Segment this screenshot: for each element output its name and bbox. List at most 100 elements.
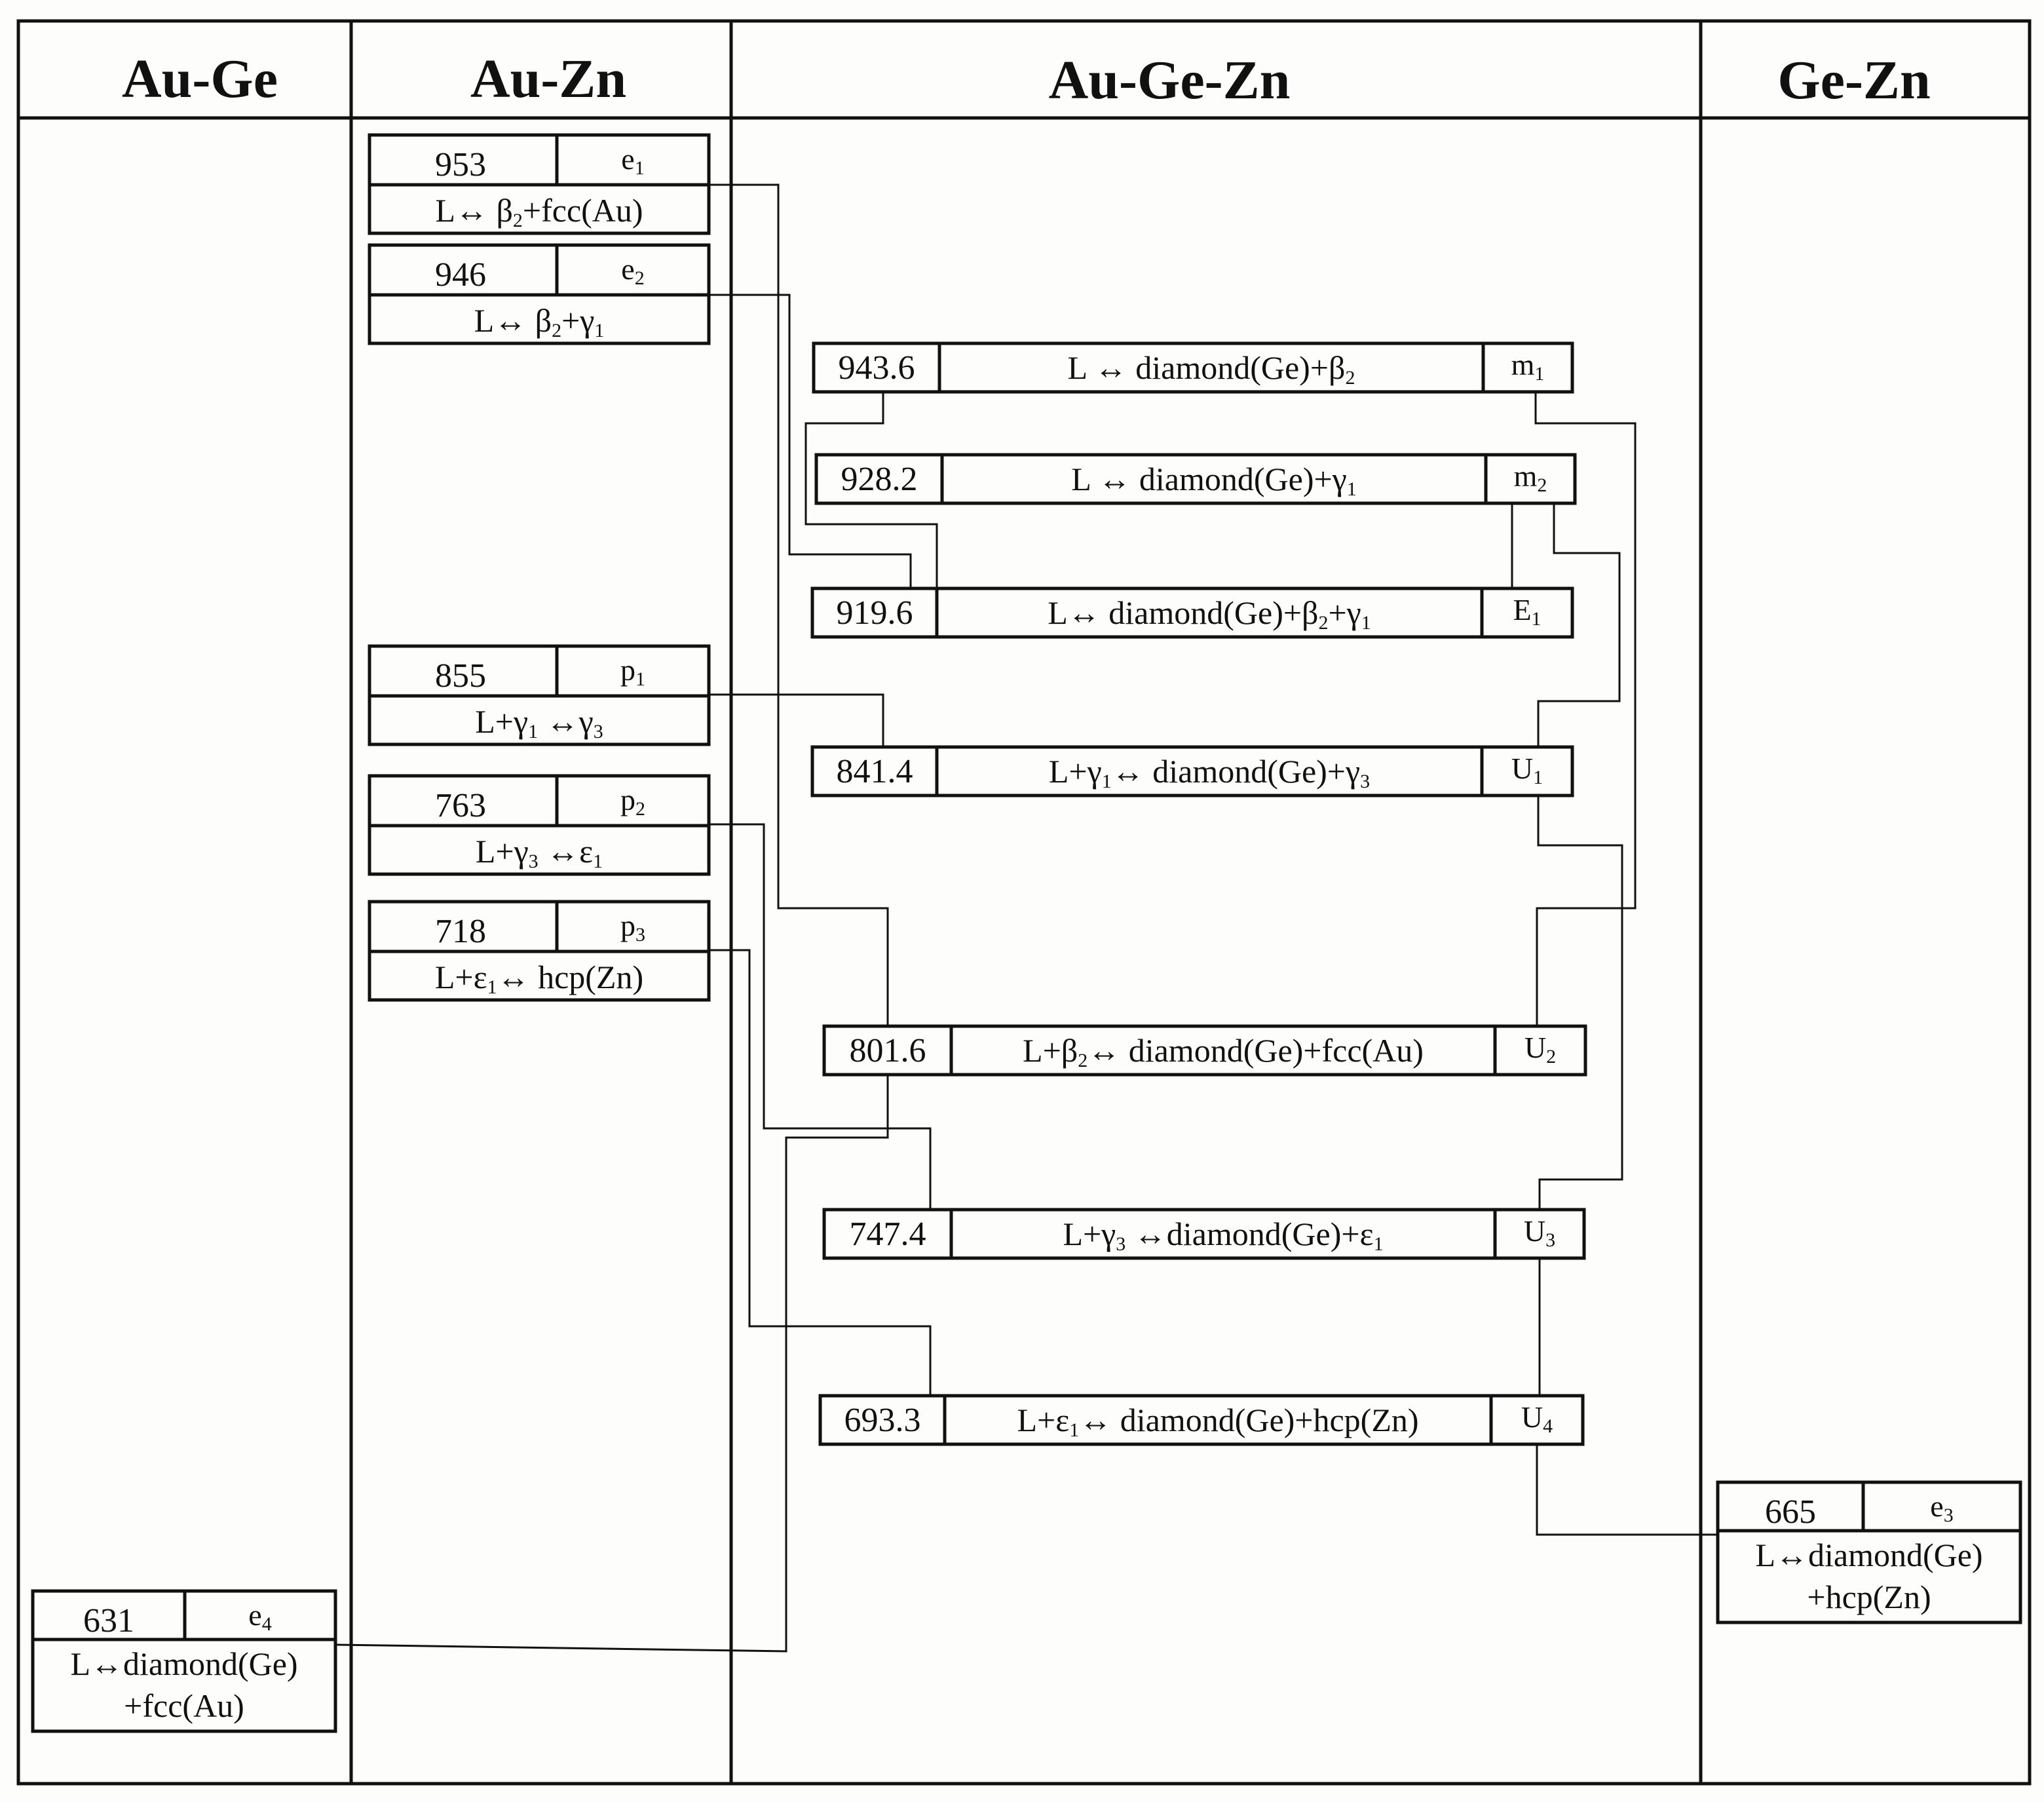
reaction-label-e3: e3 (1930, 1489, 1953, 1526)
reaction-box-e3: 665 e3L↔diamond(Ge) +hcp(Zn) (1716, 1480, 2022, 1624)
header-au-ge-zn: Au-Ge-Zn (1049, 50, 1291, 111)
reaction-U4-part: 1 (1069, 1419, 1079, 1441)
temperature-m1: 943.6 (839, 349, 915, 387)
reaction-e2-part: 1 (594, 320, 604, 341)
reaction-m1-part: L ↔ diamond(Ge)+β (1068, 349, 1346, 386)
reaction-line-e4: +fcc(Au) (124, 1687, 244, 1724)
box-outline (1716, 1480, 2022, 1624)
reaction-label-subscript: 4 (262, 1613, 272, 1635)
reaction-E1-part: 2 (1318, 612, 1328, 634)
reaction-m2: L ↔ diamond(Ge)+γ1 (1071, 461, 1357, 500)
reaction-label-p2: p2 (620, 783, 645, 820)
reaction-U2-part: L+β (1023, 1032, 1078, 1069)
reaction-label-subscript: 2 (1546, 1046, 1556, 1067)
box-outline (810, 745, 1574, 797)
reaction-label-letter: p (620, 909, 635, 942)
reaction-U1-part: 3 (1360, 771, 1370, 792)
connector-p2-u3 (709, 823, 932, 1210)
reaction-E1: L↔ diamond(Ge)+β2+γ1 (1048, 594, 1371, 634)
reaction-label-letter: m (1511, 348, 1535, 381)
reaction-label-subscript: 1 (635, 668, 645, 690)
temperature-e4: 631 (83, 1602, 134, 1639)
reaction-p1: L+γ1 ↔γ3 (475, 703, 603, 742)
reaction-U3-part: L+γ (1063, 1216, 1116, 1252)
temperature-U1: 841.4 (837, 753, 913, 790)
reaction-label-letter: p (620, 783, 635, 816)
header-ge-zn: Ge-Zn (1777, 50, 1930, 111)
reaction-U4-part: ↔ diamond(Ge)+hcp(Zn) (1079, 1402, 1418, 1438)
reaction-label-e2: e2 (621, 252, 644, 289)
reaction-label-letter: U (1511, 752, 1533, 785)
reaction-line-e3: L↔diamond(Ge) (1755, 1537, 1982, 1573)
reaction-U2-part: 2 (1078, 1050, 1088, 1071)
connector-u4-e3 (1536, 1444, 1718, 1536)
reaction-U1-part: L+γ (1049, 753, 1102, 790)
reaction-U1: L+γ1↔ diamond(Ge)+γ3 (1049, 753, 1370, 792)
reaction-label-subscript: 2 (1537, 474, 1547, 496)
reaction-e2-part: L↔ β (474, 302, 552, 339)
temperature-m2: 928.2 (841, 461, 918, 498)
reaction-U1-part: 1 (1102, 771, 1112, 792)
reaction-p2-part: L+γ (476, 833, 529, 870)
reaction-label-e1: e1 (621, 142, 644, 179)
reaction-p3-part: ↔ hcp(Zn) (497, 959, 644, 995)
reaction-label-letter: p (620, 653, 635, 687)
reaction-label-subscript: 3 (635, 924, 645, 946)
reaction-label-m2: m2 (1514, 459, 1547, 496)
reaction-line-e3: +hcp(Zn) (1807, 1579, 1931, 1615)
reaction-label-U1: U1 (1511, 752, 1543, 788)
reaction-E1-part: +γ (1328, 594, 1361, 631)
temperature-e3: 665 (1765, 1493, 1816, 1531)
reaction-U2: L+β2↔ diamond(Ge)+fcc(Au) (1023, 1032, 1424, 1071)
header-au-zn: Au-Zn (470, 48, 626, 109)
reaction-p2-part: 3 (529, 851, 539, 872)
connector-p3-u4 (709, 949, 932, 1396)
reaction-e1-part: L↔ β (435, 192, 512, 229)
reaction-U4: L+ε1↔ diamond(Ge)+hcp(Zn) (1017, 1402, 1418, 1441)
reaction-p1-part: ↔γ (538, 703, 594, 740)
reaction-label-subscript: 1 (1533, 767, 1543, 788)
connector-m2-u1 (1537, 505, 1621, 747)
reaction-label-letter: E (1513, 593, 1531, 626)
reaction-e2-part: 2 (552, 320, 561, 341)
reaction-p1-part: 1 (528, 721, 538, 742)
connector-e2-e1 (709, 294, 912, 588)
reaction-p1-part: 3 (594, 721, 603, 742)
reaction-line-e4: L↔diamond(Ge) (70, 1645, 297, 1682)
reaction-label-subscript: 2 (635, 798, 645, 820)
connector-u2-e4 (335, 1075, 889, 1653)
reaction-p2: L+γ3 ↔ε1 (476, 833, 603, 872)
reaction-e2: L↔ β2+γ1 (474, 302, 605, 341)
reaction-label-subscript: 1 (635, 157, 645, 179)
box-outline (810, 586, 1574, 639)
connector-u1-u3 (1537, 796, 1623, 1210)
reaction-label-U2: U2 (1524, 1031, 1556, 1067)
reaction-p2-part: ↔ε (539, 833, 594, 870)
reaction-label-letter: U (1524, 1031, 1546, 1064)
reaction-label-U4: U4 (1521, 1400, 1553, 1437)
connector-lines (335, 183, 1718, 1653)
reaction-label-m1: m1 (1511, 348, 1545, 385)
reaction-label-letter: m (1514, 459, 1538, 493)
connector-e1-u2 (709, 183, 889, 1026)
header-au-ge: Au-Ge (122, 48, 278, 109)
connector-p1-u1 (709, 693, 884, 747)
reaction-label-letter: e (621, 142, 634, 176)
reaction-E1-part: L↔ diamond(Ge)+β (1048, 594, 1318, 631)
temperature-e1: 953 (435, 146, 486, 183)
table-frame (16, 19, 2032, 1786)
reaction-m2-part: 1 (1347, 478, 1357, 500)
connector-m1-u2 (1534, 393, 1637, 1026)
